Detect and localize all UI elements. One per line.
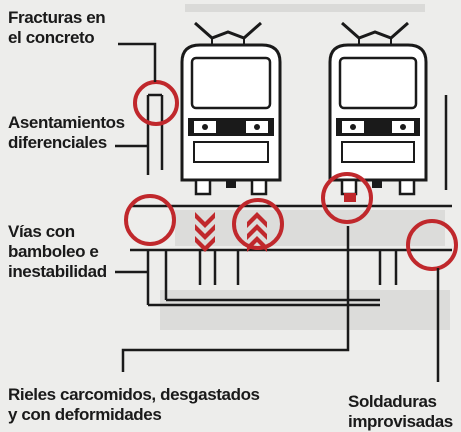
background-print <box>160 4 450 330</box>
highlight-fracturas <box>133 80 179 126</box>
label-rieles: Rieles carcomidos, desgastados y con def… <box>8 385 260 424</box>
label-fracturas: Fracturas en el concreto <box>8 8 106 47</box>
leader-lines <box>115 42 440 382</box>
highlight-rieles <box>406 219 458 271</box>
label-soldaduras: Soldaduras improvisadas <box>348 392 453 431</box>
label-vias: Vías con bamboleo e inestabilidad <box>8 222 107 281</box>
label-asentamientos: Asentamientos diferenciales <box>8 113 125 152</box>
train-right <box>328 21 428 196</box>
oscillation-arrows <box>195 212 267 252</box>
welding-patch <box>344 193 356 202</box>
train-left <box>180 21 282 196</box>
highlight-soldaduras <box>321 172 373 224</box>
track-structure <box>130 93 452 307</box>
highlight-vias <box>232 198 284 250</box>
highlight-asentamientos <box>124 194 176 246</box>
